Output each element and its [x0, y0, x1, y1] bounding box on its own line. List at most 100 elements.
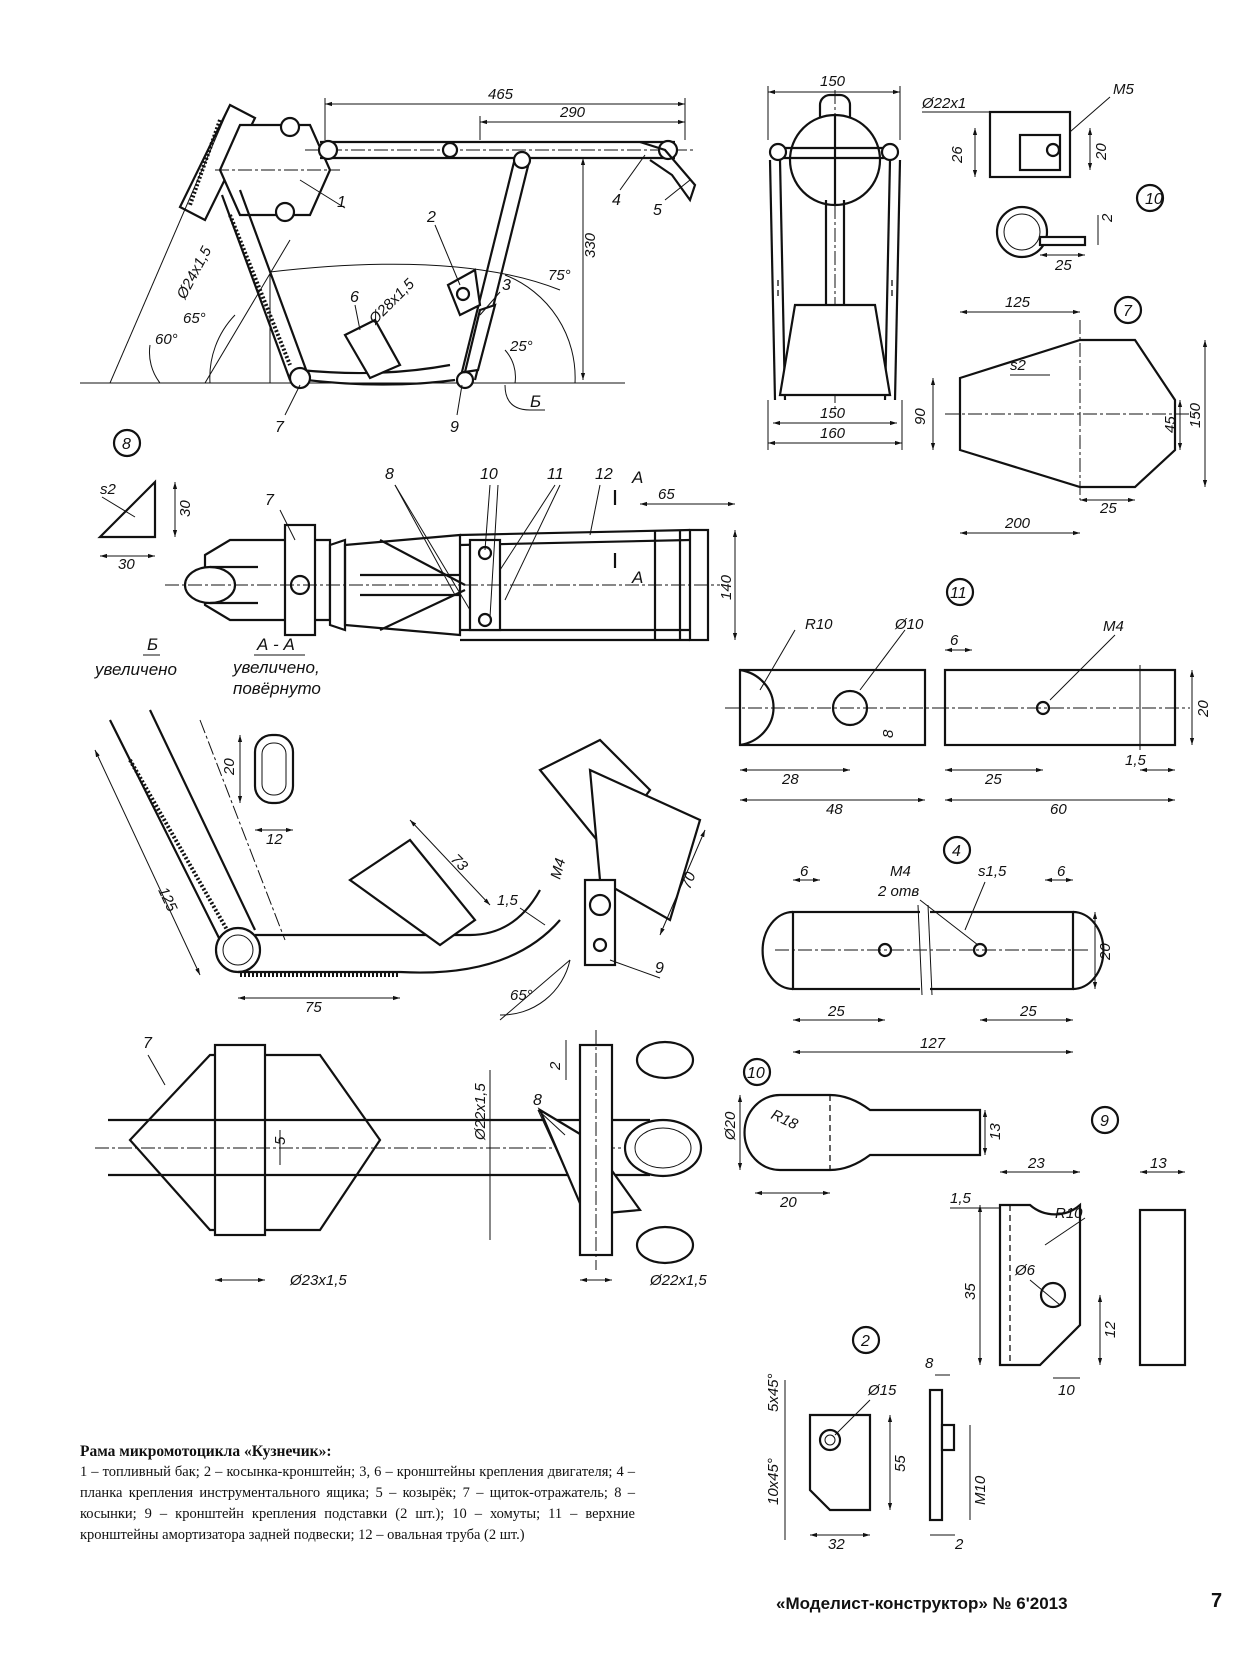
- detail-b-subtitle: увеличено: [94, 660, 177, 679]
- part-7-shield-detail: 7 125 s2 90 45 150 25 200: [912, 294, 1208, 536]
- angle-75: 75°: [548, 267, 571, 284]
- section-aa-title: А - А: [256, 635, 295, 654]
- part9-dim-13: 13: [1150, 1155, 1167, 1172]
- bottom-tube-22-vertical: Ø22x1,5: [472, 1083, 489, 1141]
- part10-dim-25: 25: [1054, 257, 1072, 274]
- callout-4: 4: [612, 192, 621, 209]
- part8-dim-30-vertical: 30: [177, 500, 194, 517]
- part8-thickness: s2: [100, 481, 117, 498]
- top-callout-12: 12: [595, 466, 613, 483]
- detail-b-enlarged-view: 125 75 73 70 1,5 M4 65° 9: [94, 709, 706, 1021]
- part8-dim-30-horizontal: 30: [118, 556, 135, 573]
- callout-5: 5: [653, 202, 662, 219]
- part9-number: 9: [1100, 1113, 1109, 1130]
- part11-dim-8: 8: [880, 729, 897, 738]
- part11-m4: M4: [1103, 618, 1124, 635]
- dim-290: 290: [559, 104, 586, 121]
- part11-d10: Ø10: [894, 616, 924, 633]
- callout-9: 9: [450, 419, 459, 436]
- part2-dim-8: 8: [925, 1355, 934, 1372]
- part7-dim-90: 90: [912, 408, 929, 425]
- part4-dim-127: 127: [920, 1035, 946, 1052]
- part10-strip-number: 10: [747, 1065, 765, 1082]
- part-9-stand-bracket-detail: 9 23 13 1,5 R10 Ø6 35 12 10: [950, 1105, 1187, 1399]
- part10-strip-dim-13: 13: [987, 1123, 1004, 1140]
- part11-dim-20: 20: [1195, 700, 1212, 718]
- front-dim-150-bottom: 150: [820, 405, 846, 422]
- detail-b-dim-70: 70: [678, 869, 700, 891]
- dim-330: 330: [582, 232, 599, 258]
- part10-strip-dim-20: 20: [779, 1194, 797, 1211]
- page-number: 7: [1211, 1590, 1223, 1612]
- bottom-tube-23: Ø23x1,5: [289, 1272, 347, 1289]
- callout-6: 6: [350, 289, 359, 306]
- front-view-frame: 150 150 160: [767, 73, 903, 450]
- angle-65: 65°: [183, 310, 206, 327]
- top-view-frame: 7 8 10 11 12 А А: [165, 466, 738, 642]
- caption-title: Рама микромотоцикла «Кузнечик»:: [80, 1443, 332, 1460]
- bottom-dim-5: 5: [272, 1136, 289, 1145]
- part11-r10: R10: [805, 616, 833, 633]
- front-dim-160: 160: [820, 425, 846, 442]
- side-view-frame: 465 290 330 Ø24x1,5 Ø28x1,5 65° 60° 75° …: [80, 86, 697, 436]
- dim-465: 465: [488, 86, 514, 103]
- tube-24-label: Ø24x1,5: [173, 243, 215, 303]
- part10-dim-26: 26: [949, 146, 966, 164]
- part-10-strip-detail: 10 Ø20 R18 13 20: [722, 1057, 1004, 1211]
- part9-d6: Ø6: [1014, 1262, 1036, 1279]
- top-dim-140: 140: [718, 574, 735, 600]
- angle-60: 60°: [155, 331, 178, 348]
- part4-dim-6-left: 6: [800, 863, 809, 880]
- detail-b-angle-65: 65°: [510, 987, 533, 1004]
- section-aa-detail: Б увеличено А - А увеличено, повёрнуто 2…: [94, 635, 321, 848]
- detail-b-dim-1-5: 1,5: [497, 892, 519, 909]
- bottom-dim-2: 2: [547, 1061, 564, 1071]
- detail-b-thread-m4: M4: [547, 857, 569, 882]
- detail-b-dim-125: 125: [154, 885, 180, 915]
- part10-dim-20: 20: [1093, 143, 1110, 161]
- section-aa-subtitle-2: повёрнуто: [233, 679, 321, 698]
- part-4-strip-detail: 4 M4 2 отв s1,5 6 6 20 25 25 127: [761, 835, 1114, 1055]
- part7-dim-125: 125: [1005, 294, 1031, 311]
- part4-dim-25-right: 25: [1019, 1003, 1037, 1020]
- bottom-view-frame: 7 5 2 Ø22x1,5 8 Ø23x1,5 Ø22x1,5: [95, 1030, 707, 1289]
- part9-dim-12: 12: [1102, 1321, 1119, 1338]
- part9-dim-10: 10: [1058, 1382, 1075, 1399]
- detail-b-title: Б: [147, 635, 158, 654]
- front-dim-150-top: 150: [820, 73, 846, 90]
- part10-tube-label: Ø22x1: [921, 95, 966, 112]
- part11-number: 11: [950, 585, 967, 602]
- top-dim-65: 65: [658, 486, 675, 503]
- part11-dim-25: 25: [984, 771, 1002, 788]
- section-aa-subtitle-1: увеличено,: [232, 658, 320, 677]
- part11-dim-28: 28: [781, 771, 799, 788]
- part7-number: 7: [1123, 303, 1133, 320]
- part10-thread-label: M5: [1113, 81, 1134, 98]
- bottom-tube-22-horizontal: Ø22x1,5: [649, 1272, 707, 1289]
- part4-holes: 2 отв: [877, 883, 919, 900]
- part9-dim-23: 23: [1027, 1155, 1045, 1172]
- part-11-bracket-detail: 11 R10 Ø10 8 28 48 6 M4 20 25 1,5 60: [725, 577, 1212, 818]
- top-callout-11: 11: [547, 466, 564, 483]
- top-callout-8: 8: [385, 466, 394, 483]
- bottom-callout-7: 7: [143, 1035, 153, 1052]
- magazine-footer: «Моделист-конструктор» № 6'2013: [776, 1594, 1068, 1613]
- part2-dim-2: 2: [954, 1536, 964, 1553]
- part7-dim-25: 25: [1099, 500, 1117, 517]
- section-b-marker: Б: [530, 392, 541, 411]
- part2-m10: M10: [972, 1475, 989, 1505]
- part4-number: 4: [952, 843, 961, 860]
- part-8-gusset-detail: 8 s2 30 30: [97, 428, 194, 573]
- part-2-gusset-bracket-detail: 2 5x45° 10x45° Ø15 55 32 8 M10 2: [765, 1325, 989, 1553]
- section-aa-dim-20: 20: [221, 758, 238, 776]
- section-a-marker-top: А: [631, 468, 643, 487]
- part7-dim-150: 150: [1187, 402, 1204, 428]
- callout-1: 1: [337, 194, 346, 211]
- part11-dim-60: 60: [1050, 801, 1067, 818]
- figure-caption: Рама микромотоцикла «Кузнечик»: 1 – топл…: [80, 1441, 635, 1546]
- callout-2: 2: [426, 209, 436, 226]
- part7-dim-200: 200: [1004, 515, 1031, 532]
- part4-dim-6-right: 6: [1057, 863, 1066, 880]
- part9-r10: R10: [1055, 1205, 1083, 1222]
